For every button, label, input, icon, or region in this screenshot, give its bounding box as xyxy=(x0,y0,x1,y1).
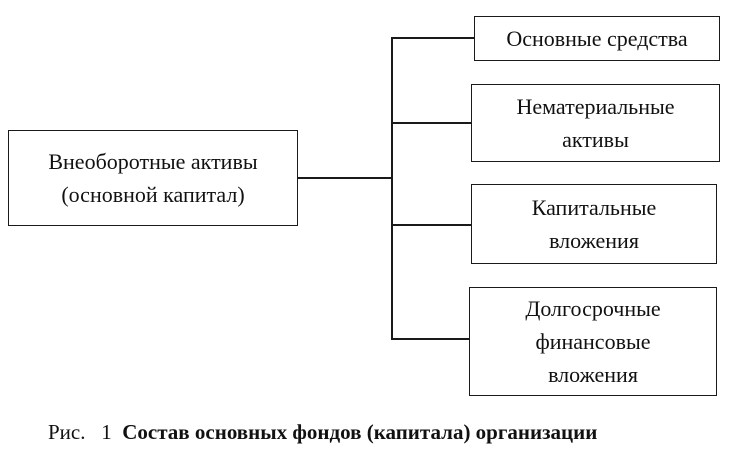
child-node-long-term-investments-line-1: Долгосрочные xyxy=(525,296,661,321)
child-node-capital-investments-line-2: вложения xyxy=(549,228,639,253)
child-node-long-term-investments-line-2: финансовые xyxy=(535,329,651,354)
child-node-long-term-investments-line-3: вложения xyxy=(548,362,638,387)
connector-child-2 xyxy=(391,122,471,124)
connector-child-3 xyxy=(391,224,471,226)
child-node-fixed-assets-line-1: Основные средства xyxy=(506,26,688,51)
caption-title: Состав основных фондов (капитала) органи… xyxy=(122,420,598,444)
root-node-line-1: Внеоборотные активы xyxy=(48,149,258,174)
root-node-line-2: (основной капитал) xyxy=(61,182,245,207)
connector-child-4 xyxy=(391,338,469,340)
child-node-intangible-assets-line-1: Нематериальные xyxy=(516,94,675,119)
connector-vertical xyxy=(391,37,393,339)
root-node: Внеоборотные активы (основной капитал) xyxy=(8,130,298,226)
child-node-intangible-assets-line-2: активы xyxy=(562,127,629,152)
caption-prefix: Рис. xyxy=(48,420,86,444)
figure-caption: Рис. 1 Состав основных фондов (капитала)… xyxy=(48,420,597,445)
caption-number: 1 xyxy=(101,420,112,444)
child-node-capital-investments: Капитальные вложения xyxy=(471,184,717,264)
child-node-fixed-assets: Основные средства xyxy=(474,16,720,61)
child-node-long-term-investments: Долгосрочные финансовые вложения xyxy=(469,287,717,396)
child-node-capital-investments-line-1: Капитальные xyxy=(531,195,657,220)
connector-root xyxy=(298,177,392,179)
child-node-intangible-assets: Нематериальные активы xyxy=(471,84,720,162)
connector-child-1 xyxy=(391,37,474,39)
